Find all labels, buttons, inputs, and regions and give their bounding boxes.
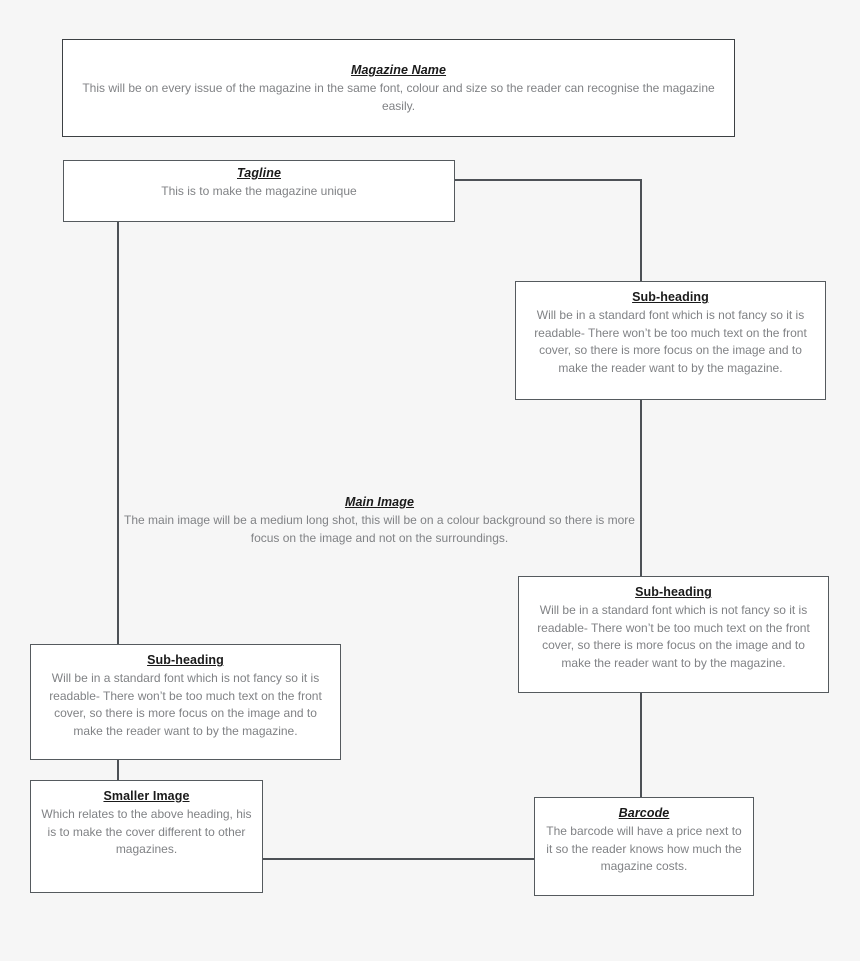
box-subheading-bottom-left-body: Will be in a standard font which is not …: [49, 671, 322, 738]
box-barcode-body: The barcode will have a price next to it…: [546, 824, 742, 873]
connector-right-vertical-upper: [640, 179, 642, 281]
box-tagline-title: Tagline: [237, 166, 281, 180]
box-main-image-body: The main image will be a medium long sho…: [124, 513, 635, 545]
box-barcode-title: Barcode: [618, 806, 670, 820]
box-smaller-image-title: Smaller Image: [103, 789, 190, 803]
box-subheading-mid-right-title: Sub-heading: [635, 585, 712, 599]
connector-tagline-to-right-trunk: [454, 179, 642, 181]
connector-right-vertical-middle: [640, 400, 642, 578]
box-subheading-mid-right-body: Will be in a standard font which is not …: [537, 603, 810, 670]
box-magazine-name[interactable]: Magazine Name This will be on every issu…: [62, 39, 735, 137]
box-main-image-title: Main Image: [344, 495, 415, 509]
box-smaller-image[interactable]: Smaller Image Which relates to the above…: [30, 780, 263, 893]
connector-left-vertical-lower: [117, 759, 119, 781]
box-tagline-body: This is to make the magazine unique: [161, 184, 357, 198]
box-subheading-top-right-title: Sub-heading: [632, 290, 709, 304]
box-subheading-top-right-body: Will be in a standard font which is not …: [534, 308, 807, 375]
box-subheading-mid-right[interactable]: Sub-heading Will be in a standard font w…: [518, 576, 829, 693]
box-barcode[interactable]: Barcode The barcode will have a price ne…: [534, 797, 754, 896]
box-main-image[interactable]: Main Image The main image will be a medi…: [119, 494, 640, 554]
box-subheading-bottom-left[interactable]: Sub-heading Will be in a standard font w…: [30, 644, 341, 760]
connector-right-vertical-lower: [640, 692, 642, 797]
box-magazine-name-body: This will be on every issue of the magaz…: [82, 81, 715, 113]
box-magazine-name-title: Magazine Name: [350, 63, 447, 77]
box-subheading-bottom-left-title: Sub-heading: [147, 653, 224, 667]
connector-smaller-image-to-barcode: [262, 858, 535, 860]
box-smaller-image-body: Which relates to the above heading, his …: [41, 807, 252, 856]
main-image-left-rule: [117, 221, 119, 646]
box-tagline[interactable]: Tagline This is to make the magazine uni…: [63, 160, 455, 222]
box-subheading-top-right[interactable]: Sub-heading Will be in a standard font w…: [515, 281, 826, 400]
